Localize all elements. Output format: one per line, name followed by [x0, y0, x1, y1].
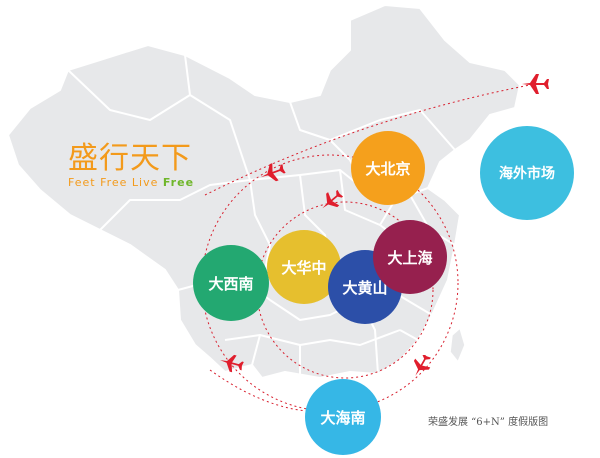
airplane-icon — [260, 163, 286, 182]
airplane-icon — [322, 190, 344, 209]
brand-subtitle-text: Feet Free Live — [68, 176, 159, 189]
brand-title: 盛行天下 — [68, 141, 192, 176]
airplane-icon — [220, 354, 244, 373]
province-borders — [67, 54, 456, 378]
region-hainan-circle: 大海南 — [305, 379, 381, 455]
region-shanghai-label: 大上海 — [387, 248, 433, 267]
region-hainan-label: 大海南 — [320, 408, 366, 427]
region-overseas-circle: 海外市场 — [480, 126, 574, 220]
brand-logo: 盛行天下 Feet Free Live Free — [68, 141, 194, 190]
region-overseas-label: 海外市场 — [499, 166, 555, 182]
airplane-icon — [522, 74, 549, 94]
brand-subtitle: Feet Free Live Free — [68, 176, 194, 189]
region-huazhong-label: 大华中 — [281, 258, 327, 277]
region-xinan-label: 大西南 — [208, 274, 254, 293]
map-caption: 荣盛发展 “6+N” 度假版图 — [428, 417, 549, 428]
region-beijing-circle: 大北京 — [351, 131, 425, 205]
route-overseas-arc — [204, 84, 531, 196]
taiwan-shape — [449, 326, 466, 364]
china-mainland-shape — [7, 4, 521, 379]
region-shanghai-circle: 大上海 — [373, 220, 447, 294]
region-beijing-label: 大北京 — [365, 159, 411, 178]
brand-subtitle-tail: Free — [162, 176, 195, 189]
airplane-icon — [413, 355, 431, 376]
region-xinan-circle: 大西南 — [193, 245, 269, 321]
